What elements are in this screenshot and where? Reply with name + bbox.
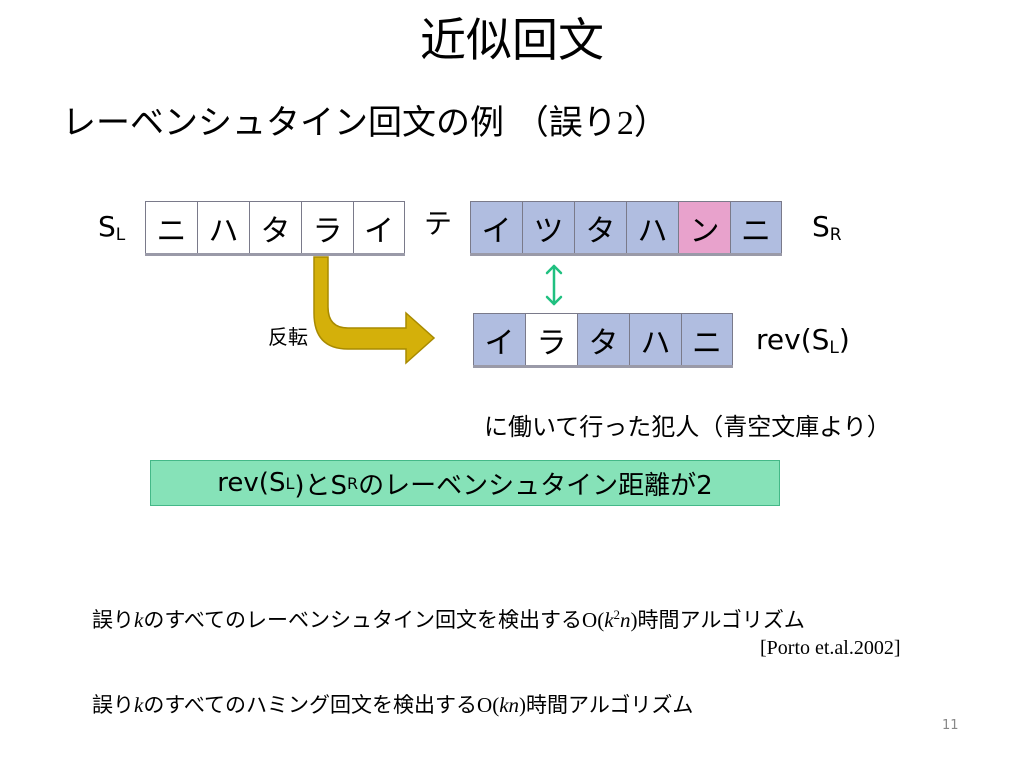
curved-arrow-shape <box>313 256 436 365</box>
sr-label-main: S <box>812 210 830 243</box>
rev-label-post: ) <box>838 323 850 356</box>
sl-cell-row: ニハタライ <box>145 201 405 256</box>
note1-mid: のすべてのレーベンシュタイン回文を検出する <box>143 608 583 632</box>
sr-cell-2: ツ <box>522 201 574 253</box>
sl-label-main: S <box>98 210 116 243</box>
note-line-1: 誤りkのすべてのレーベンシュタイン回文を検出するO(k2n)時間アルゴリズム <box>92 600 805 635</box>
sr-cell-4: ハ <box>626 201 678 253</box>
sl-label-sub: L <box>115 225 126 245</box>
note2-mid: のすべてのハミング回文を検出する <box>143 693 478 717</box>
slide-subtitle: レーベンシュタイン回文の例 （誤り2） <box>62 98 668 149</box>
page-number: 11 <box>942 718 959 733</box>
note2-kn: kn <box>499 693 520 717</box>
rev-cell-2: ラ <box>525 313 577 365</box>
sr-cell-3: タ <box>574 201 626 253</box>
note2-pre: 誤り <box>92 693 134 717</box>
note1-o-open: O( <box>582 608 605 632</box>
note1-k: k <box>134 608 144 632</box>
rev-cell-row: イラタハニ <box>473 313 733 368</box>
note2-k: k <box>134 693 144 717</box>
double-arrow-icon <box>545 264 563 306</box>
rev-cell-1: イ <box>473 313 525 365</box>
note1-o-close: ) <box>630 608 638 632</box>
rev-cell-4: ハ <box>629 313 681 365</box>
citation: [Porto et.al.2002] <box>760 637 901 659</box>
subtitle-close: ） <box>633 103 668 143</box>
subtitle-text: レーベンシュタイン回文の例 （誤り <box>62 103 617 143</box>
sl-cell-3: タ <box>249 201 301 253</box>
note1-n: n <box>620 608 631 632</box>
rev-sl-label: rev(SL) <box>756 324 850 364</box>
sr-label: SR <box>812 211 842 251</box>
reverse-curved-arrow <box>313 256 436 365</box>
sr-label-sub: R <box>829 225 842 245</box>
note1-pre: 誤り <box>92 608 134 632</box>
note2-post: 時間アルゴリズム <box>526 693 694 717</box>
result-part3: のレーベンシュタイン距離が2 <box>358 470 713 501</box>
rev-label-sub: L <box>829 338 839 358</box>
note2-o-close: ) <box>519 693 527 717</box>
sr-cell-row: イツタハンニ <box>470 201 782 256</box>
subtitle-number: 2 <box>616 105 634 142</box>
result-sub1: L <box>285 473 295 493</box>
reverse-label: 反転 <box>268 325 308 349</box>
slide-title: 近似回文 <box>420 13 604 67</box>
note1-sup: 2 <box>613 607 621 622</box>
sl-cell-4: ラ <box>301 201 353 253</box>
sr-cell-6: ニ <box>730 201 782 253</box>
rev-cell-3: タ <box>577 313 629 365</box>
center-char: テ <box>424 207 453 240</box>
result-part1: rev(S <box>217 468 286 498</box>
sl-cell-5: イ <box>353 201 405 253</box>
sr-cell-5: ン <box>678 201 730 253</box>
sl-label: SL <box>98 211 125 251</box>
sl-cell-1: ニ <box>145 201 197 253</box>
note1-k2: k <box>604 608 614 632</box>
note2-o-open: O( <box>477 693 500 717</box>
result-sub2: R <box>347 473 359 493</box>
source-text: に働いて行った犯人（青空文庫より） <box>484 413 891 441</box>
result-part2: )とS <box>294 470 348 501</box>
note-line-2: 誤りkのすべてのハミング回文を検出するO(kn)時間アルゴリズム <box>92 690 693 720</box>
sr-cell-1: イ <box>470 201 522 253</box>
rev-cell-5: ニ <box>681 313 733 365</box>
rev-label-pre: rev(S <box>756 323 830 356</box>
note1-post: 時間アルゴリズム <box>637 608 805 632</box>
sl-cell-2: ハ <box>197 201 249 253</box>
